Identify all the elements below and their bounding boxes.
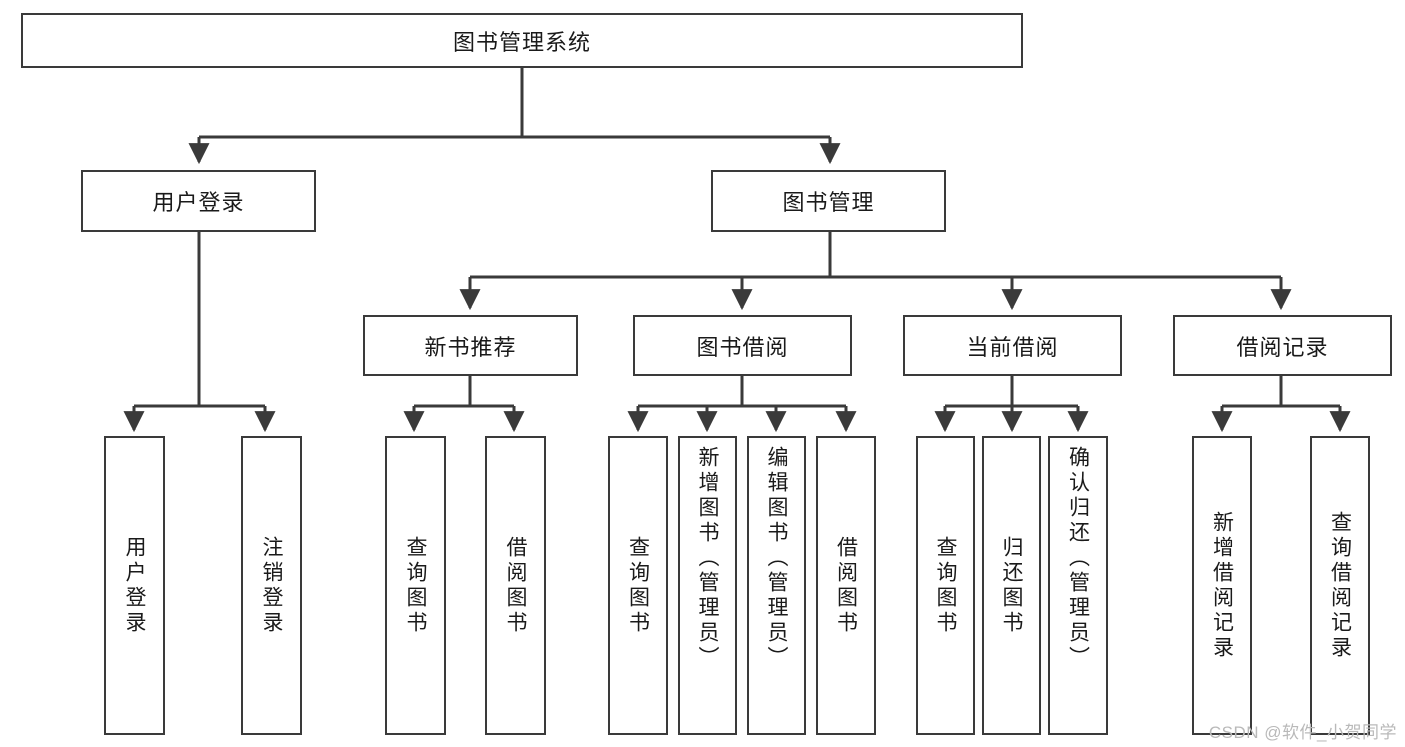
node-label: 当前借阅 bbox=[966, 334, 1059, 360]
node-label: 注销登录 bbox=[260, 535, 283, 636]
node-label: 编辑图书（管理员） bbox=[765, 446, 788, 671]
node-label: 借阅图书 bbox=[834, 535, 858, 636]
leaf-borrow-record-add[interactable]: 新增借阅记录 bbox=[1192, 436, 1252, 735]
node-label: 新增借阅记录 bbox=[1210, 510, 1234, 661]
node-label: 图书借阅 bbox=[696, 334, 789, 360]
leaf-current-borrow-confirm-return[interactable]: 确认归还（管理员） bbox=[1048, 436, 1108, 735]
leaf-current-borrow-query[interactable]: 查询图书 bbox=[916, 436, 975, 735]
node-book-borrow[interactable]: 图书借阅 bbox=[633, 315, 852, 376]
leaf-book-borrow-query[interactable]: 查询图书 bbox=[608, 436, 668, 735]
leaf-new-book-borrow[interactable]: 借阅图书 bbox=[485, 436, 546, 735]
node-current-borrow[interactable]: 当前借阅 bbox=[903, 315, 1122, 376]
node-label: 查询借阅记录 bbox=[1328, 510, 1352, 661]
leaf-book-borrow-edit[interactable]: 编辑图书（管理员） bbox=[747, 436, 806, 735]
leaf-borrow-record-query[interactable]: 查询借阅记录 bbox=[1310, 436, 1370, 735]
node-book-management[interactable]: 图书管理 bbox=[711, 170, 946, 232]
leaf-current-borrow-return[interactable]: 归还图书 bbox=[982, 436, 1041, 735]
leaf-book-borrow-borrow[interactable]: 借阅图书 bbox=[816, 436, 876, 735]
node-new-book-recommend[interactable]: 新书推荐 bbox=[363, 315, 578, 376]
leaf-user-login-login[interactable]: 用户登录 bbox=[104, 436, 165, 735]
leaf-user-login-logout[interactable]: 注销登录 bbox=[241, 436, 302, 735]
node-label: 查询图书 bbox=[934, 535, 957, 636]
watermark-text: CSDN @软件_小贺同学 bbox=[1208, 723, 1397, 742]
node-label: 查询图书 bbox=[404, 535, 427, 636]
node-label: 图书管理 bbox=[782, 190, 875, 215]
node-root-system[interactable]: 图书管理系统 bbox=[21, 13, 1023, 68]
node-label: 借阅图书 bbox=[504, 535, 527, 636]
node-label: 确认归还（管理员） bbox=[1066, 446, 1090, 671]
leaf-book-borrow-add[interactable]: 新增图书（管理员） bbox=[678, 436, 737, 735]
node-label: 新增图书（管理员） bbox=[696, 446, 719, 671]
node-label: 新书推荐 bbox=[424, 334, 517, 360]
node-user-login[interactable]: 用户登录 bbox=[81, 170, 316, 232]
node-borrow-record[interactable]: 借阅记录 bbox=[1173, 315, 1392, 376]
leaf-new-book-query[interactable]: 查询图书 bbox=[385, 436, 446, 735]
node-label: 查询图书 bbox=[626, 535, 650, 636]
node-label: 借阅记录 bbox=[1236, 334, 1329, 360]
node-label: 用户登录 bbox=[123, 535, 146, 636]
node-label: 归还图书 bbox=[1000, 535, 1023, 636]
node-label: 图书管理系统 bbox=[452, 29, 591, 55]
node-label: 用户登录 bbox=[152, 190, 245, 215]
